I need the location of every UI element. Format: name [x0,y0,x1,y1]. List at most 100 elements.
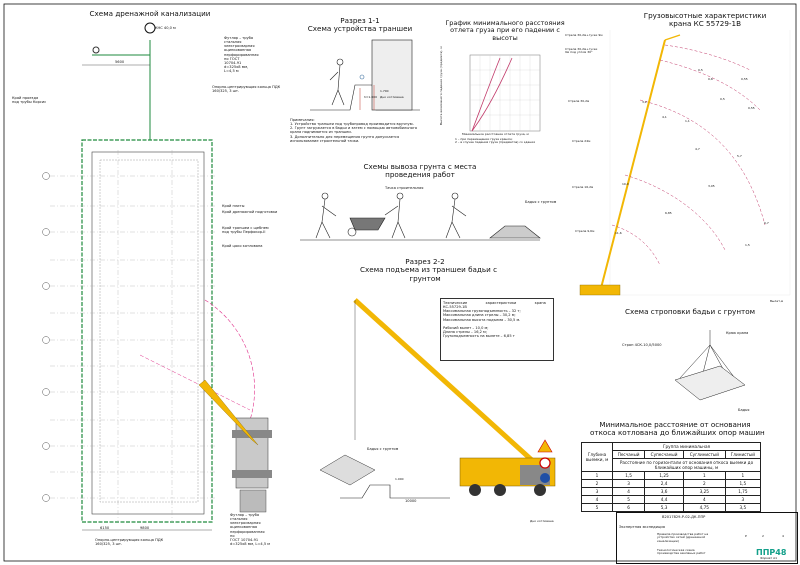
crane-label-5: Стрела 16,2м [572,185,594,189]
label-road: Край проезда под трубы Корсис [12,96,47,105]
table-col0: Глубина выемки, м [581,442,613,472]
crane-plan [198,379,272,513]
crane-point-9: 4,7 [695,147,700,151]
axis-markers [42,172,50,502]
section-2-2-ground [340,484,450,499]
crane-label-6: Стрела 9,6м [575,229,595,233]
well-top-left [92,46,100,54]
stamp-title-2: Технологическая схема производства земля… [657,548,706,556]
grid-axes [50,150,215,522]
worker-head-1 [336,58,344,66]
crane-point-14: 0,7 [764,221,769,225]
crane-point-8: 4,1 [662,115,667,119]
truck-wheel-1 [469,484,481,496]
crane-label-3: Стрела 30,2м [568,99,590,103]
crane-point-13: 11,6 [615,231,622,235]
crane-jib [664,34,681,41]
warning-sign-icon [537,439,553,453]
crane-plan-cab [239,489,267,513]
bucket-2-2 [319,454,376,486]
table-col-1: Песчаный [611,450,646,459]
pipe-section [359,74,365,80]
graph-legend: 1 – при перемещении груза краном; 2 – в … [455,137,536,145]
mandatory-sign-icon [540,473,550,483]
sling-legs [679,344,741,386]
sling-scheme [674,330,746,401]
graph-curve-1 [471,57,501,132]
prohibition-sign-icon [539,457,551,469]
worker-head-3 [396,192,404,200]
table-col-4: Глинистый [724,450,762,459]
label-sling: Строп 4СК-10,0/5000 [622,343,662,347]
crane-point-15: 1,5 [745,243,750,247]
stamp-sheet: 2 [762,534,764,538]
crane-chart-base [579,284,621,296]
title-min-distance: Минимальное расстояние от основания отко… [590,420,765,438]
graph-xlabel: Минимальное расстояние отлета груза, м [462,132,529,136]
title-graph: График минимального расстояния отлета гр… [445,19,565,42]
crane-point-6: 1,1 [685,119,690,123]
dim-1000: 1.000 [395,477,404,481]
slab-outline [99,159,199,503]
drainage-plan [42,22,255,531]
label-sk-bottom: Опорно-центрирующая кольца ПДК 160/325, … [95,538,164,547]
label-wheelbarrow: Тачка строительная [385,186,424,190]
section-1-1 [310,39,420,111]
stamp-project: Экспертная экспедиция [619,525,665,529]
label-trench: Край траншеи с щебнем под трубы Перфокор… [222,226,269,235]
crane-point-7: 3,2 [642,100,647,104]
table-col-2: Супесчаный [644,450,684,459]
crane-point-2: 0,55 [741,77,748,81]
label-pipe-top: Футляр – труба стальная электросварная о… [224,36,259,73]
bucket-with-soil [489,225,541,239]
crane-boom-vertical [599,39,666,293]
sheet-format: Формат А1 [760,556,778,560]
label-bucket-export: Бадья с грунтом [525,200,557,204]
title-sling: Схема строповки бадьи с грунтом [624,307,756,316]
pit-outline [91,151,205,515]
crane-curves [611,44,766,266]
drop-distance-graph [469,54,541,132]
section-1-1-notes: Примечания: 1. Устройство траншеи под тр… [290,118,418,143]
crane-point-11: 6,85 [665,211,672,215]
crane-radius-line [139,354,251,411]
label-pipe-bottom: Футляр – труба стальная электросварная о… [230,513,270,546]
sheet-frame [3,3,797,562]
graph-grid [470,55,540,131]
stamp-code: В2017829-Р-02-ДК-ППР [662,515,706,519]
crane-boom [353,298,547,474]
crane-point-4: 0,55 [748,106,755,110]
crane-point-5: 0,5 [698,68,703,72]
title-section-1-1: Разрез 1-1 Схема устройства траншеи [307,16,413,34]
section-1-1-dim-3: h=1.000 [364,95,378,99]
crane-plan-outrigger-top [232,430,272,438]
crane-label-2: Стрела 30,2м+гусек 9м под углом 30° [565,47,598,55]
crane-point-10: 5,7 [737,154,742,158]
label-wall: Край цоко котлована [222,244,263,248]
worker-body-1 [329,64,345,106]
crane-point-16: 3,05 [708,184,715,188]
worker-head-4 [451,192,459,200]
wheelbarrow [349,217,386,231]
label-bucket-2-2: Бадья с грунтом [367,447,399,451]
table-sub: Расстояние по горизонтали от основания о… [612,458,761,472]
worker-body-2 [315,198,337,239]
soil-export-schemes [300,192,541,241]
truck-wheel-2 [494,484,506,496]
company-logo: ППР48 [756,548,787,557]
label-pit-bottom: Дно котлована [530,519,554,523]
section-1-1-dim-2: Дно котлована [380,95,404,99]
dim-bottom: 9800 [140,526,150,530]
crane-point-3: 0,5 [720,97,725,101]
table-head: Группа минимальная [612,442,761,451]
worker-body-4 [445,198,467,239]
crane-swing-radius [204,299,255,421]
crane-load-chart [579,30,791,296]
graph-ylabel: Высота возможного падения груза (предмет… [439,46,443,125]
label-kns: КНС 40,0 м [155,26,176,30]
table-col-3: Суглинистый [682,450,726,459]
label-sk-top: Опорно-центрирующая кольца ПДК 160/325, … [212,85,281,94]
label-pit-edge: Край плиты [222,204,245,208]
